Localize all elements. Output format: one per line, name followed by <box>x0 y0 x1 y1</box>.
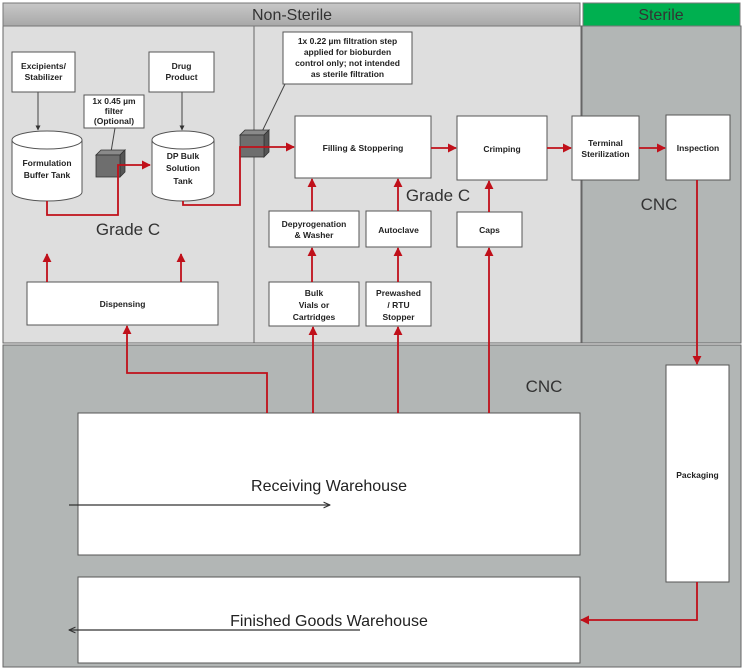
flow-dp-tank-to-filling <box>182 142 295 206</box>
non-sterile-header <box>2 2 581 27</box>
svg-text:Filling & Stoppering: Filling & Stoppering <box>323 143 404 153</box>
svg-text:Finished Goods Warehouse: Finished Goods Warehouse <box>230 613 428 630</box>
svg-text:Crimping: Crimping <box>483 144 520 154</box>
finished-goods-warehouse-box: Finished Goods Warehouse <box>77 576 581 664</box>
svg-text:1x 0.22 µm filtration step: 1x 0.22 µm filtration step <box>298 36 397 46</box>
svg-text:Autoclave: Autoclave <box>378 225 419 235</box>
filter-022-callout: 1x 0.22 µm filtration step applied for b… <box>282 31 413 85</box>
svg-text:Vials or: Vials or <box>299 300 330 310</box>
svg-text:1x 0.45 µm: 1x 0.45 µm <box>92 96 136 106</box>
caps-box: Caps <box>456 211 523 248</box>
svg-text:Product: Product <box>165 72 197 82</box>
prewashed-stopper-box: Prewashed / RTU Stopper <box>365 281 432 327</box>
sterile-area <box>581 25 742 344</box>
svg-text:Dispensing: Dispensing <box>100 299 146 309</box>
flow-warehouse-to-dispensing <box>122 325 268 413</box>
svg-text:Receiving Warehouse: Receiving Warehouse <box>251 478 407 495</box>
depyrogenation-box: Depyrogenation & Washer <box>268 210 360 248</box>
svg-text:Prewashed: Prewashed <box>376 288 421 298</box>
flow-formulation-to-filter <box>46 160 151 216</box>
packaging-box: Packaging <box>665 364 730 583</box>
filter-cube-045-icon <box>95 149 126 178</box>
non-sterile-header-label: Non-Sterile <box>252 7 332 24</box>
flow-packaging-to-finished-goods <box>580 582 698 625</box>
svg-text:DP Bulk: DP Bulk <box>167 151 200 161</box>
svg-text:filter: filter <box>105 106 124 116</box>
inspection-box: Inspection <box>665 114 731 181</box>
filter-cube-022-icon <box>239 129 270 158</box>
grade-c-left-label: Grade C <box>96 220 160 239</box>
svg-text:Packaging: Packaging <box>676 470 719 480</box>
svg-text:Drug: Drug <box>172 61 192 71</box>
svg-text:Bulk: Bulk <box>305 288 324 298</box>
svg-text:Cartridges: Cartridges <box>293 312 336 322</box>
svg-text:Terminal: Terminal <box>588 138 623 148</box>
svg-text:Solution: Solution <box>166 163 200 173</box>
svg-text:Stabilizer: Stabilizer <box>25 72 63 82</box>
svg-text:Excipients/: Excipients/ <box>21 61 67 71</box>
svg-text:Inspection: Inspection <box>677 143 720 153</box>
autoclave-box: Autoclave <box>365 210 432 248</box>
filling-stoppering-box: Filling & Stoppering <box>294 115 432 179</box>
svg-text:& Washer: & Washer <box>295 230 335 240</box>
sterile-header-label: Sterile <box>638 7 683 24</box>
svg-text:Caps: Caps <box>479 225 500 235</box>
svg-text:Buffer Tank: Buffer Tank <box>24 170 71 180</box>
svg-text:Depyrogenation: Depyrogenation <box>282 219 347 229</box>
filter-045-callout: 1x 0.45 µm filter (Optional) <box>83 94 145 129</box>
excipients-box: Excipients/ Stabilizer <box>11 51 76 93</box>
bulk-vials-box: Bulk Vials or Cartridges <box>268 281 360 327</box>
drug-product-box: Drug Product <box>148 51 215 93</box>
crimping-box: Crimping <box>456 115 548 181</box>
cnc-sterile-label: CNC <box>641 195 678 214</box>
terminal-sterilization-box: Terminal Sterilization <box>571 115 640 181</box>
receiving-warehouse-box: Receiving Warehouse <box>77 412 581 556</box>
svg-text:Sterilization: Sterilization <box>581 149 629 159</box>
sterile-header <box>582 2 741 27</box>
grade-c-right-label: Grade C <box>406 186 470 205</box>
svg-text:(Optional): (Optional) <box>94 116 134 126</box>
svg-text:Formulation: Formulation <box>22 158 71 168</box>
svg-text:/ RTU: / RTU <box>387 300 409 310</box>
svg-text:control only; not intended: control only; not intended <box>295 58 400 68</box>
svg-text:as sterile filtration: as sterile filtration <box>311 69 384 79</box>
dispensing-box: Dispensing <box>26 281 219 326</box>
svg-text:Stopper: Stopper <box>382 312 415 322</box>
formulation-buffer-tank: Formulation Buffer Tank <box>11 130 83 202</box>
cnc-bottom-label: CNC <box>526 377 563 396</box>
svg-text:Tank: Tank <box>173 176 192 186</box>
svg-text:applied for bioburden: applied for bioburden <box>304 47 391 57</box>
dp-bulk-solution-tank: DP Bulk Solution Tank <box>151 130 215 202</box>
